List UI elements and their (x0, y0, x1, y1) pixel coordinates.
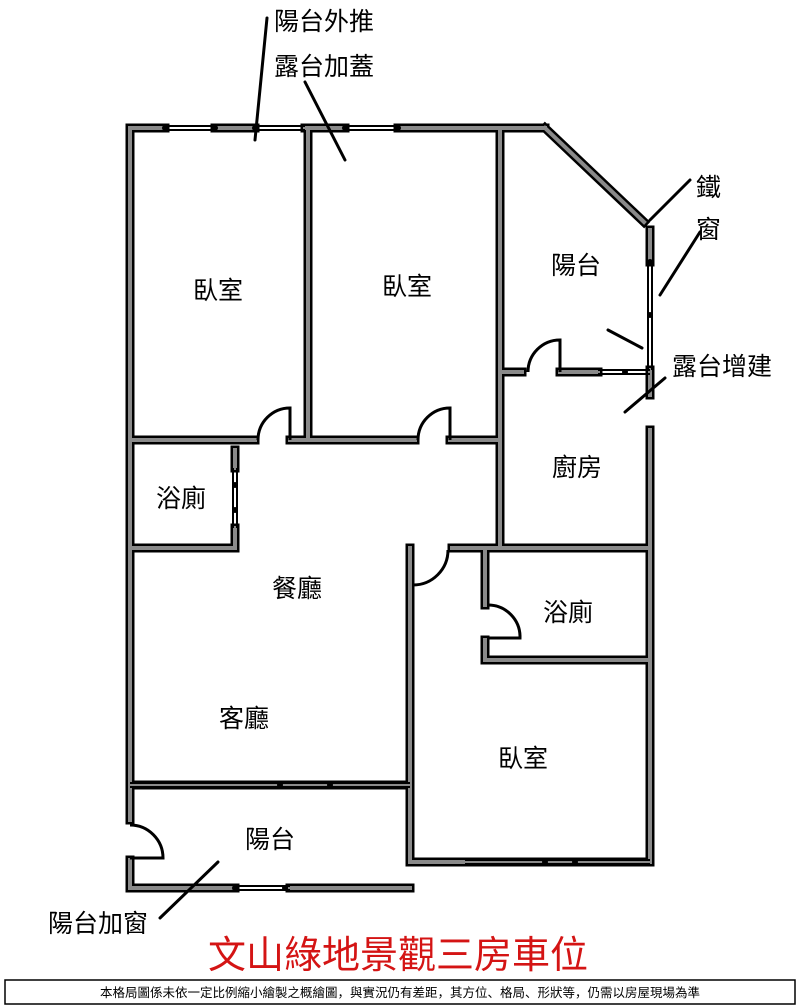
note-terrace-roof: 露台加蓋 (274, 52, 374, 81)
door-bath-right (487, 603, 522, 640)
door-bedroom-tl (256, 406, 292, 441)
door-balcony-bottom (129, 823, 165, 860)
room-bedroom-bottom-right: 臥室 (498, 744, 548, 773)
door-balcony-tr (526, 338, 562, 373)
window-marks (162, 125, 653, 891)
leader-terrace-addition-bottom (623, 376, 667, 414)
door-bedroom-tc (416, 406, 452, 441)
note-terrace-addition: 露台增建 (672, 352, 772, 381)
leader-iron-window-bottom (658, 230, 702, 297)
room-bathroom-right: 浴廁 (543, 598, 593, 627)
door-corridor (412, 549, 450, 587)
disclaimer-text: 本格局圖係未依一定比例縮小繪製之概繪圖，與實況仍有差距，其方位、格局、形狀等，仍… (100, 985, 700, 1000)
room-bedroom-top-center: 臥室 (382, 272, 432, 301)
note-iron-window-2: 窗 (696, 215, 721, 244)
room-labels: 臥室 臥室 陽台 浴廁 廚房 餐廳 浴廁 客廳 臥室 陽台 (156, 251, 602, 854)
room-living: 客廳 (219, 704, 269, 733)
note-balcony-window: 陽台加窗 (48, 909, 148, 938)
room-kitchen: 廚房 (552, 453, 602, 482)
room-dining: 餐廳 (272, 574, 322, 603)
note-balcony-push: 陽台外推 (274, 7, 374, 36)
note-iron-window-1: 鐵 (696, 173, 721, 202)
annotation-leaders (158, 16, 702, 920)
room-bathroom-left: 浴廁 (156, 484, 206, 513)
leader-iron-window-top (648, 178, 692, 222)
leader-balcony-push (253, 16, 269, 142)
room-bedroom-top-left: 臥室 (193, 276, 243, 305)
windows (130, 125, 653, 891)
doors (129, 338, 562, 860)
leader-terrace-addition-top (606, 328, 644, 350)
leader-balcony-window (158, 860, 220, 920)
leader-terrace-roof (303, 80, 347, 162)
room-balcony-top-right: 陽台 (551, 251, 601, 280)
walls (125, 121, 655, 893)
plan-title: 文山綠地景觀三房車位 (208, 933, 588, 977)
room-balcony-bottom: 陽台 (245, 825, 295, 854)
disclaimer-box (4, 979, 796, 1005)
annotation-labels: 陽台外推 露台加蓋 鐵 窗 露台增建 陽台加窗 (48, 7, 772, 938)
